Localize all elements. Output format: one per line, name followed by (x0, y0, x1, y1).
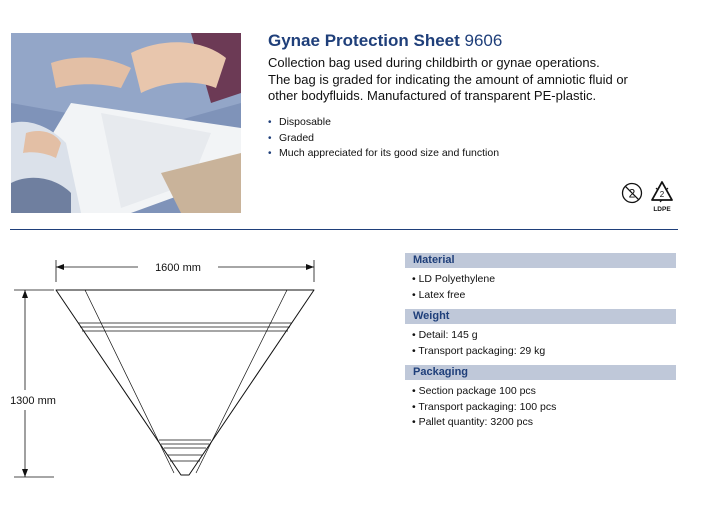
divider (10, 229, 678, 230)
arrow-head (22, 469, 28, 477)
spec-item: LD Polyethylene (412, 272, 676, 288)
spec-panel: Material LD Polyethylene Latex free Weig… (405, 253, 676, 437)
feature-list: Disposable Graded Much appreciated for i… (268, 115, 499, 162)
product-description: Collection bag used during childbirth or… (268, 55, 668, 105)
spec-item: Pallet quantity: 3200 pcs (412, 415, 676, 431)
spec-item: Transport packaging: 100 pcs (412, 400, 676, 416)
height-label: 1300 mm (10, 395, 56, 407)
spec-item: Detail: 145 g (412, 328, 676, 344)
feature-item: Graded (268, 131, 499, 147)
product-code: 9606 (464, 31, 503, 50)
width-label: 1600 mm (155, 262, 201, 274)
spec-item: Latex free (412, 288, 676, 304)
recycling-code: LDPE (653, 206, 671, 213)
spec-item: Section package 100 pcs (412, 384, 676, 400)
arrow-head (56, 264, 64, 270)
feature-item: Disposable (268, 115, 499, 131)
spec-header-material: Material (405, 253, 676, 268)
single-use-icon: 2 (621, 182, 643, 204)
description-line: Collection bag used during childbirth or… (268, 55, 600, 70)
sheet-inner-line (84, 289, 288, 474)
dimension-diagram: 1600 mm 1300 mm (0, 245, 340, 527)
spec-list-weight: Detail: 145 g Transport packaging: 29 kg (405, 324, 676, 365)
spec-list-material: LD Polyethylene Latex free (405, 268, 676, 309)
arrow-head (306, 264, 314, 270)
arrow-head (22, 290, 28, 298)
product-photo (11, 33, 241, 213)
product-name: Gynae Protection Sheet (268, 31, 460, 50)
spec-header-packaging: Packaging (405, 365, 676, 380)
spec-list-packaging: Section package 100 pcs Transport packag… (405, 380, 676, 437)
description-line: The bag is graded for indicating the amo… (268, 71, 628, 87)
sheet-outline (55, 289, 315, 476)
spec-header-weight: Weight (405, 309, 676, 324)
spec-item: Transport packaging: 29 kg (412, 344, 676, 360)
single-use-number: 2 (629, 187, 636, 201)
feature-item: Much appreciated for its good size and f… (268, 146, 499, 162)
recycling-number: 2 (660, 190, 665, 199)
product-title: Gynae Protection Sheet 9606 (268, 31, 502, 51)
symbols: 2 2 LDPE (620, 180, 680, 218)
description-line: other bodyfluids. Manufactured of transp… (268, 88, 597, 103)
recycling-icon: 2 LDPE (651, 181, 673, 213)
